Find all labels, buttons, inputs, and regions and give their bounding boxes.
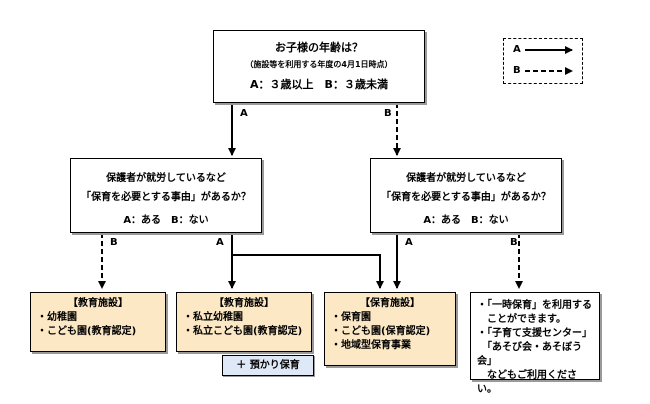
extra-childcare-tag: ＋ 預かり保育 [222,355,314,376]
question-need-left-line1: 保護者が就労しているなど [106,173,226,184]
result1-item: ・こども園(教育認定) [37,326,137,337]
question-need-right-line2: 「保育を必要とする事由」があるか？ [381,192,551,203]
result-education-facility-1: 【教育施設】 ・幼稚園 ・こども園(教育認定) [30,292,166,352]
result1-title: 【教育施設】 [68,298,128,309]
result3-item: ・こども園(保育認定) [331,326,431,337]
result3-title: 【保育施設】 [360,298,420,309]
result-childcare-facility: 【保育施設】 ・保育園 ・こども園(保育認定) ・地域型保育事業 [324,292,456,366]
legend-label-a: A [513,44,521,55]
legend-box [503,38,583,84]
question-need-left-options: A：ある B：ない [123,215,209,226]
note-line: ・「一時保育」を利用する [477,300,592,311]
branch-label-right-b: B [510,237,518,248]
question-need-right-line1: 保護者が就労しているなど [406,173,526,184]
branch-label-left-a: A [216,237,224,248]
question-age-options: A：３歳以上 B：３歳未満 [250,78,388,91]
result3-item: ・保育園 [331,312,371,323]
branch-label-top-b: B [384,108,392,119]
result3-item: ・地域型保育事業 [331,340,411,351]
note-line: 「あそび会・あそぼう会」 [477,342,582,367]
question-age-title: お子様の年齢は？ [275,41,363,54]
result2-item: ・私立こども園(教育認定) [183,326,303,337]
note-line: ・「子育て支援センター」 [477,328,592,339]
arrow-left-to-result3 [232,254,384,289]
result1-item: ・幼稚園 [37,312,77,323]
branch-label-left-b: B [110,237,118,248]
question-need-right-box: 保護者が就労しているなど 「保育を必要とする事由」があるか？ A：ある B：ない [370,158,562,233]
result-other-services-note: ・「一時保育」を利用する ことができます。 ・「子育て支援センター」 「あそび会… [470,292,600,395]
question-age-note: （施設等を利用する年度の4月1日時点） [245,60,393,69]
question-age-box: お子様の年齢は？ （施設等を利用する年度の4月1日時点） A：３歳以上 B：３歳… [213,30,425,103]
legend-label-b: B [513,65,521,76]
note-line: などもご利用ください。 [477,370,577,395]
branch-label-top-a: A [240,108,248,119]
note-line: ことができます。 [477,314,566,325]
result2-item: ・私立幼稚園 [183,312,243,323]
question-need-left-box: 保護者が就労しているなど 「保育を必要とする事由」があるか？ A：ある B：ない [70,158,262,233]
result2-title: 【教育施設】 [214,298,274,309]
extra-childcare-label: ＋ 預かり保育 [236,360,300,371]
branch-label-right-a: A [405,237,413,248]
question-need-left-line2: 「保育を必要とする事由」があるか？ [81,192,251,203]
question-need-right-options: A：ある B：ない [423,215,509,226]
result-education-facility-2: 【教育施設】 ・私立幼稚園 ・私立こども園(教育認定) [176,292,312,352]
